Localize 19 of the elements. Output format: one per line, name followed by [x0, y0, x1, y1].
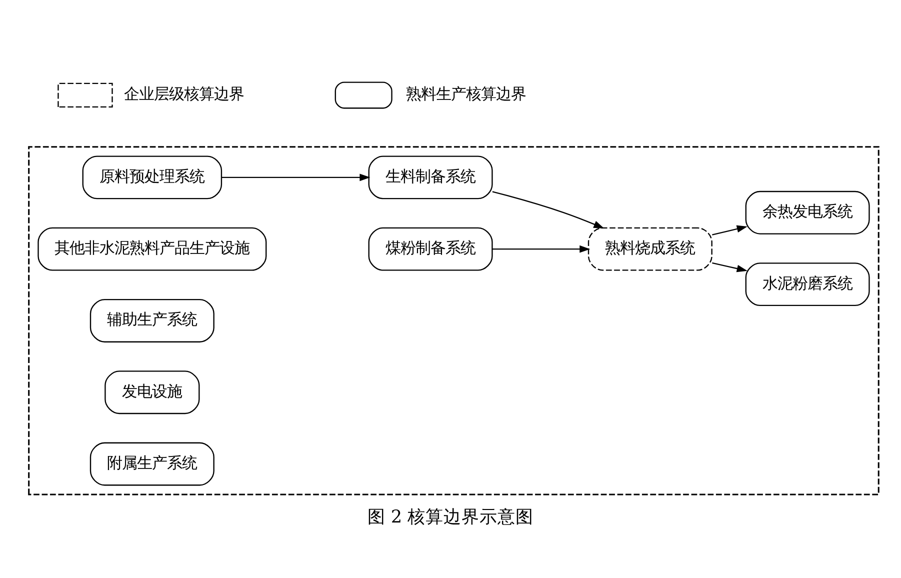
node-box: 其他非水泥熟料产品生产设施	[38, 227, 267, 271]
node-box: 熟料烧成系统	[588, 227, 712, 271]
caption: 图 2 核算边界示意图	[367, 508, 534, 528]
node-box: 辅助生产系统	[90, 298, 214, 342]
node-box: 煤粉制备系统	[368, 227, 493, 271]
node-box: 发电设施	[104, 370, 200, 414]
node-box: 附属生产系统	[90, 442, 214, 486]
cluster	[28, 146, 880, 496]
arrow	[222, 174, 370, 182]
legend-label: 企业层级核算边界	[124, 85, 244, 104]
arrow	[712, 225, 748, 236]
node-box: 生料制备系统	[368, 156, 493, 200]
node-box: 原料预处理系统	[82, 156, 222, 200]
node-box: 余热发电系统	[745, 190, 870, 234]
arrow	[492, 245, 590, 253]
node-box: 水泥粉磨系统	[745, 262, 870, 306]
legend-label: 熟料生产核算边界	[406, 85, 526, 104]
arrow	[712, 262, 748, 272]
arrow	[492, 191, 604, 228]
